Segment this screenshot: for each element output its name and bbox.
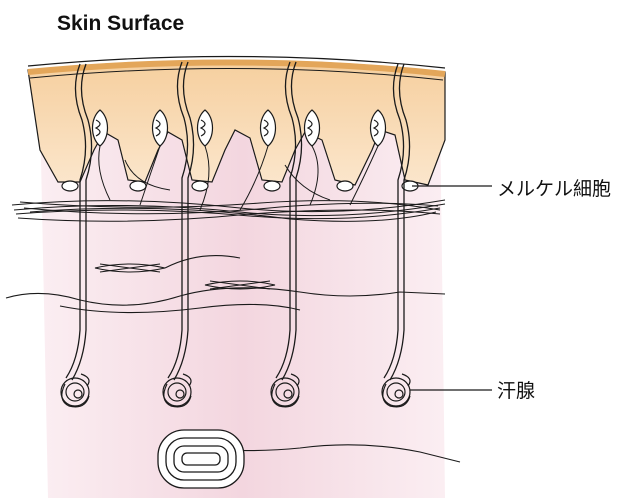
lamellar-corpuscle: [158, 430, 244, 488]
merkel-cell-label: メルケル細胞: [497, 174, 611, 201]
sweat-gland-label: 汗腺: [497, 376, 535, 403]
